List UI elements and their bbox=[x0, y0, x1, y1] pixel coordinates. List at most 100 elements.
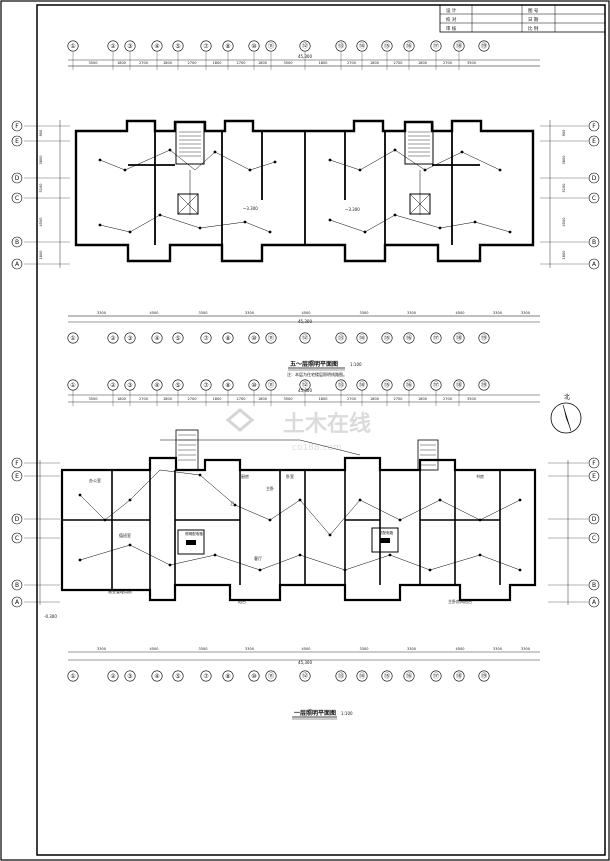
dimension-text: 2700 bbox=[139, 397, 148, 401]
wire-run bbox=[474, 221, 511, 233]
axis-bubble bbox=[11, 258, 23, 270]
axis-bubble bbox=[172, 670, 184, 682]
axis-number: ③ bbox=[127, 43, 132, 50]
axis-bubble bbox=[453, 332, 465, 344]
light-fixture bbox=[358, 168, 362, 172]
axis-bubble bbox=[151, 40, 163, 52]
dimension-text: 5100 bbox=[562, 184, 566, 193]
light-fixture bbox=[298, 498, 302, 502]
inner-frame bbox=[36, 4, 606, 856]
plan-scale: 1:100 bbox=[350, 362, 362, 367]
axis-bubble bbox=[588, 513, 600, 525]
light-fixture bbox=[518, 568, 522, 572]
axis-number: ⑩ bbox=[251, 382, 256, 389]
dimension-text: 3500 bbox=[89, 61, 98, 65]
wire-run bbox=[234, 504, 271, 521]
dimension-text: 1800 bbox=[117, 397, 126, 401]
overall-dimension: 45,300 bbox=[298, 319, 312, 324]
wire-run bbox=[214, 151, 251, 171]
axis-letter: D bbox=[15, 516, 20, 523]
wire-run bbox=[129, 544, 171, 566]
dimension-text: 3300 bbox=[97, 311, 106, 315]
dimension-text: 3500 bbox=[89, 397, 98, 401]
axis-number: ② bbox=[110, 43, 116, 50]
axis-bubble bbox=[11, 470, 23, 482]
dimension-text: 1800 bbox=[418, 61, 427, 65]
wire-run bbox=[249, 161, 276, 171]
light-fixture bbox=[243, 220, 247, 224]
wire-run bbox=[129, 469, 161, 501]
axis-bubble bbox=[478, 379, 490, 391]
axis-number: ⑧ bbox=[225, 335, 230, 342]
axis-bubble bbox=[172, 40, 184, 52]
axis-number: ⑲ bbox=[481, 672, 487, 680]
axis-bubble bbox=[381, 40, 393, 52]
axis-bubble bbox=[107, 40, 119, 52]
wire-run bbox=[359, 149, 396, 171]
wire-run bbox=[79, 544, 131, 561]
dimension-text: 4500 bbox=[39, 218, 43, 227]
axis-number: ⑧ bbox=[225, 382, 230, 389]
axis-number: ⑲ bbox=[481, 334, 487, 342]
axis-bubble bbox=[335, 332, 347, 344]
axis-number: ⑱ bbox=[456, 381, 462, 389]
axis-number: ⑤ bbox=[175, 673, 180, 680]
axis-bubble bbox=[200, 332, 212, 344]
wire-run bbox=[169, 554, 216, 566]
wire-run bbox=[299, 439, 361, 456]
axis-bubble bbox=[430, 40, 442, 52]
dimension-text: 1800 bbox=[39, 251, 43, 260]
dimension-text: 1800 bbox=[418, 397, 427, 401]
axis-bubble bbox=[200, 670, 212, 682]
axis-bubble bbox=[335, 40, 347, 52]
axis-letter: F bbox=[592, 460, 596, 467]
dimension-text: 3300 bbox=[97, 647, 106, 651]
dimension-text: 3500 bbox=[284, 397, 293, 401]
plan-note: 注：本层为住宅楼层照明线路图。 bbox=[287, 371, 347, 377]
axis-number: ⑮ bbox=[384, 42, 390, 50]
light-fixture bbox=[328, 533, 332, 537]
axis-letter: D bbox=[15, 175, 20, 182]
room-label: 客厅 bbox=[254, 555, 262, 561]
overall-dimension: 45,300 bbox=[298, 388, 312, 393]
room-labels: 办公室物业管理用房值班室卧室客厅厨房卫书房主卧阳台主卧房间阳台照明配电箱总配电箱 bbox=[89, 473, 484, 604]
dimension-text: 3300 bbox=[521, 311, 530, 315]
dimension-text: 1800 bbox=[370, 61, 379, 65]
wire-run bbox=[461, 151, 501, 171]
axis-number: ⑰ bbox=[433, 42, 439, 50]
axis-bubble bbox=[222, 40, 234, 52]
dimension-text: 3300 bbox=[521, 647, 530, 651]
axis-letter: F bbox=[15, 123, 19, 130]
axis-letter: B bbox=[15, 239, 19, 246]
dimension-text: 4500 bbox=[302, 311, 311, 315]
elevator-shaft bbox=[177, 529, 205, 555]
north-arrow: 北 bbox=[550, 393, 582, 434]
room-label: 主卧房间阳台 bbox=[448, 598, 472, 604]
axis-bubble bbox=[151, 670, 163, 682]
wire-run bbox=[479, 499, 521, 521]
axis-number: ⑦ bbox=[203, 673, 209, 680]
axis-number: ⑭ bbox=[359, 381, 365, 389]
axis-bubble bbox=[299, 670, 311, 682]
overall-dimension: 45,300 bbox=[298, 54, 312, 59]
axis-bubble bbox=[588, 135, 600, 147]
light-fixture bbox=[518, 498, 522, 502]
axis-letter: F bbox=[15, 460, 19, 467]
level-mark: ~3.300 bbox=[345, 207, 360, 212]
dimension-text: 4500 bbox=[150, 647, 159, 651]
axis-bubble bbox=[11, 532, 23, 544]
axis-number: ⑭ bbox=[359, 672, 365, 680]
axis-number: ② bbox=[110, 335, 116, 342]
axis-number: ⑰ bbox=[433, 334, 439, 342]
dimension-text: 4500 bbox=[562, 218, 566, 227]
light-fixture bbox=[78, 558, 82, 562]
axis-number: ④ bbox=[154, 335, 159, 342]
axis-number: ⑦ bbox=[203, 335, 209, 342]
axis-bubble bbox=[588, 192, 600, 204]
axis-bubble bbox=[588, 258, 600, 270]
light-fixture bbox=[78, 493, 82, 497]
dimension-text: 4500 bbox=[456, 311, 465, 315]
wire-run bbox=[479, 554, 521, 571]
